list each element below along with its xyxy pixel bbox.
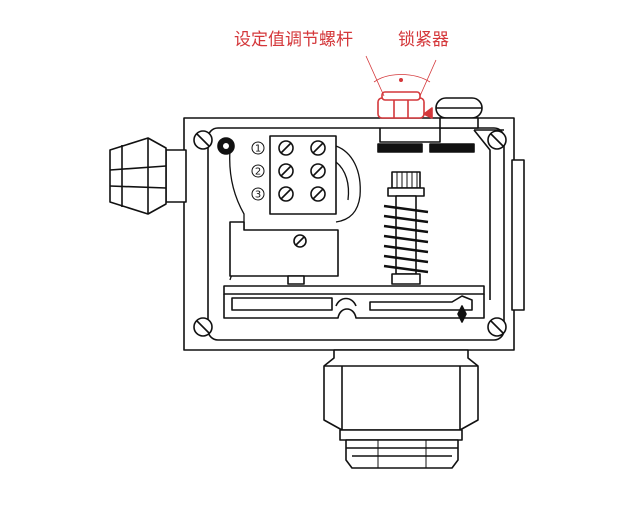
ground-screw-icon bbox=[217, 137, 235, 155]
pressure-connection-port bbox=[323, 349, 479, 469]
setpoint-adjust-screw bbox=[377, 91, 433, 119]
cable-gland bbox=[109, 137, 187, 215]
base-plate bbox=[223, 285, 485, 323]
corner-screw-icon bbox=[193, 130, 213, 150]
terminal-screw-icon bbox=[278, 140, 294, 156]
terminal-screw-icon bbox=[278, 163, 294, 179]
locknut-label: 锁紧器 bbox=[398, 30, 449, 50]
rotation-indicator bbox=[365, 55, 437, 97]
corner-screw-icon bbox=[487, 317, 507, 337]
adjust-bracket bbox=[377, 128, 504, 300]
terminal-screw-icon bbox=[310, 163, 326, 179]
terminal-number-2: 2 bbox=[255, 167, 261, 178]
terminal-block bbox=[269, 135, 337, 215]
setpoint-screw-label: 设定值调节螺杆 bbox=[234, 30, 353, 50]
corner-screw-icon bbox=[487, 130, 507, 150]
lock-nut bbox=[435, 97, 483, 129]
corner-screw-icon bbox=[193, 317, 213, 337]
terminal-screw-icon bbox=[310, 186, 326, 202]
spring-assembly bbox=[383, 171, 429, 285]
microswitch bbox=[229, 221, 339, 285]
terminal-number-1: 1 bbox=[255, 144, 261, 155]
terminal-screw-icon bbox=[310, 140, 326, 156]
terminal-number-3: 3 bbox=[255, 190, 261, 201]
terminal-screw-icon bbox=[278, 186, 294, 202]
